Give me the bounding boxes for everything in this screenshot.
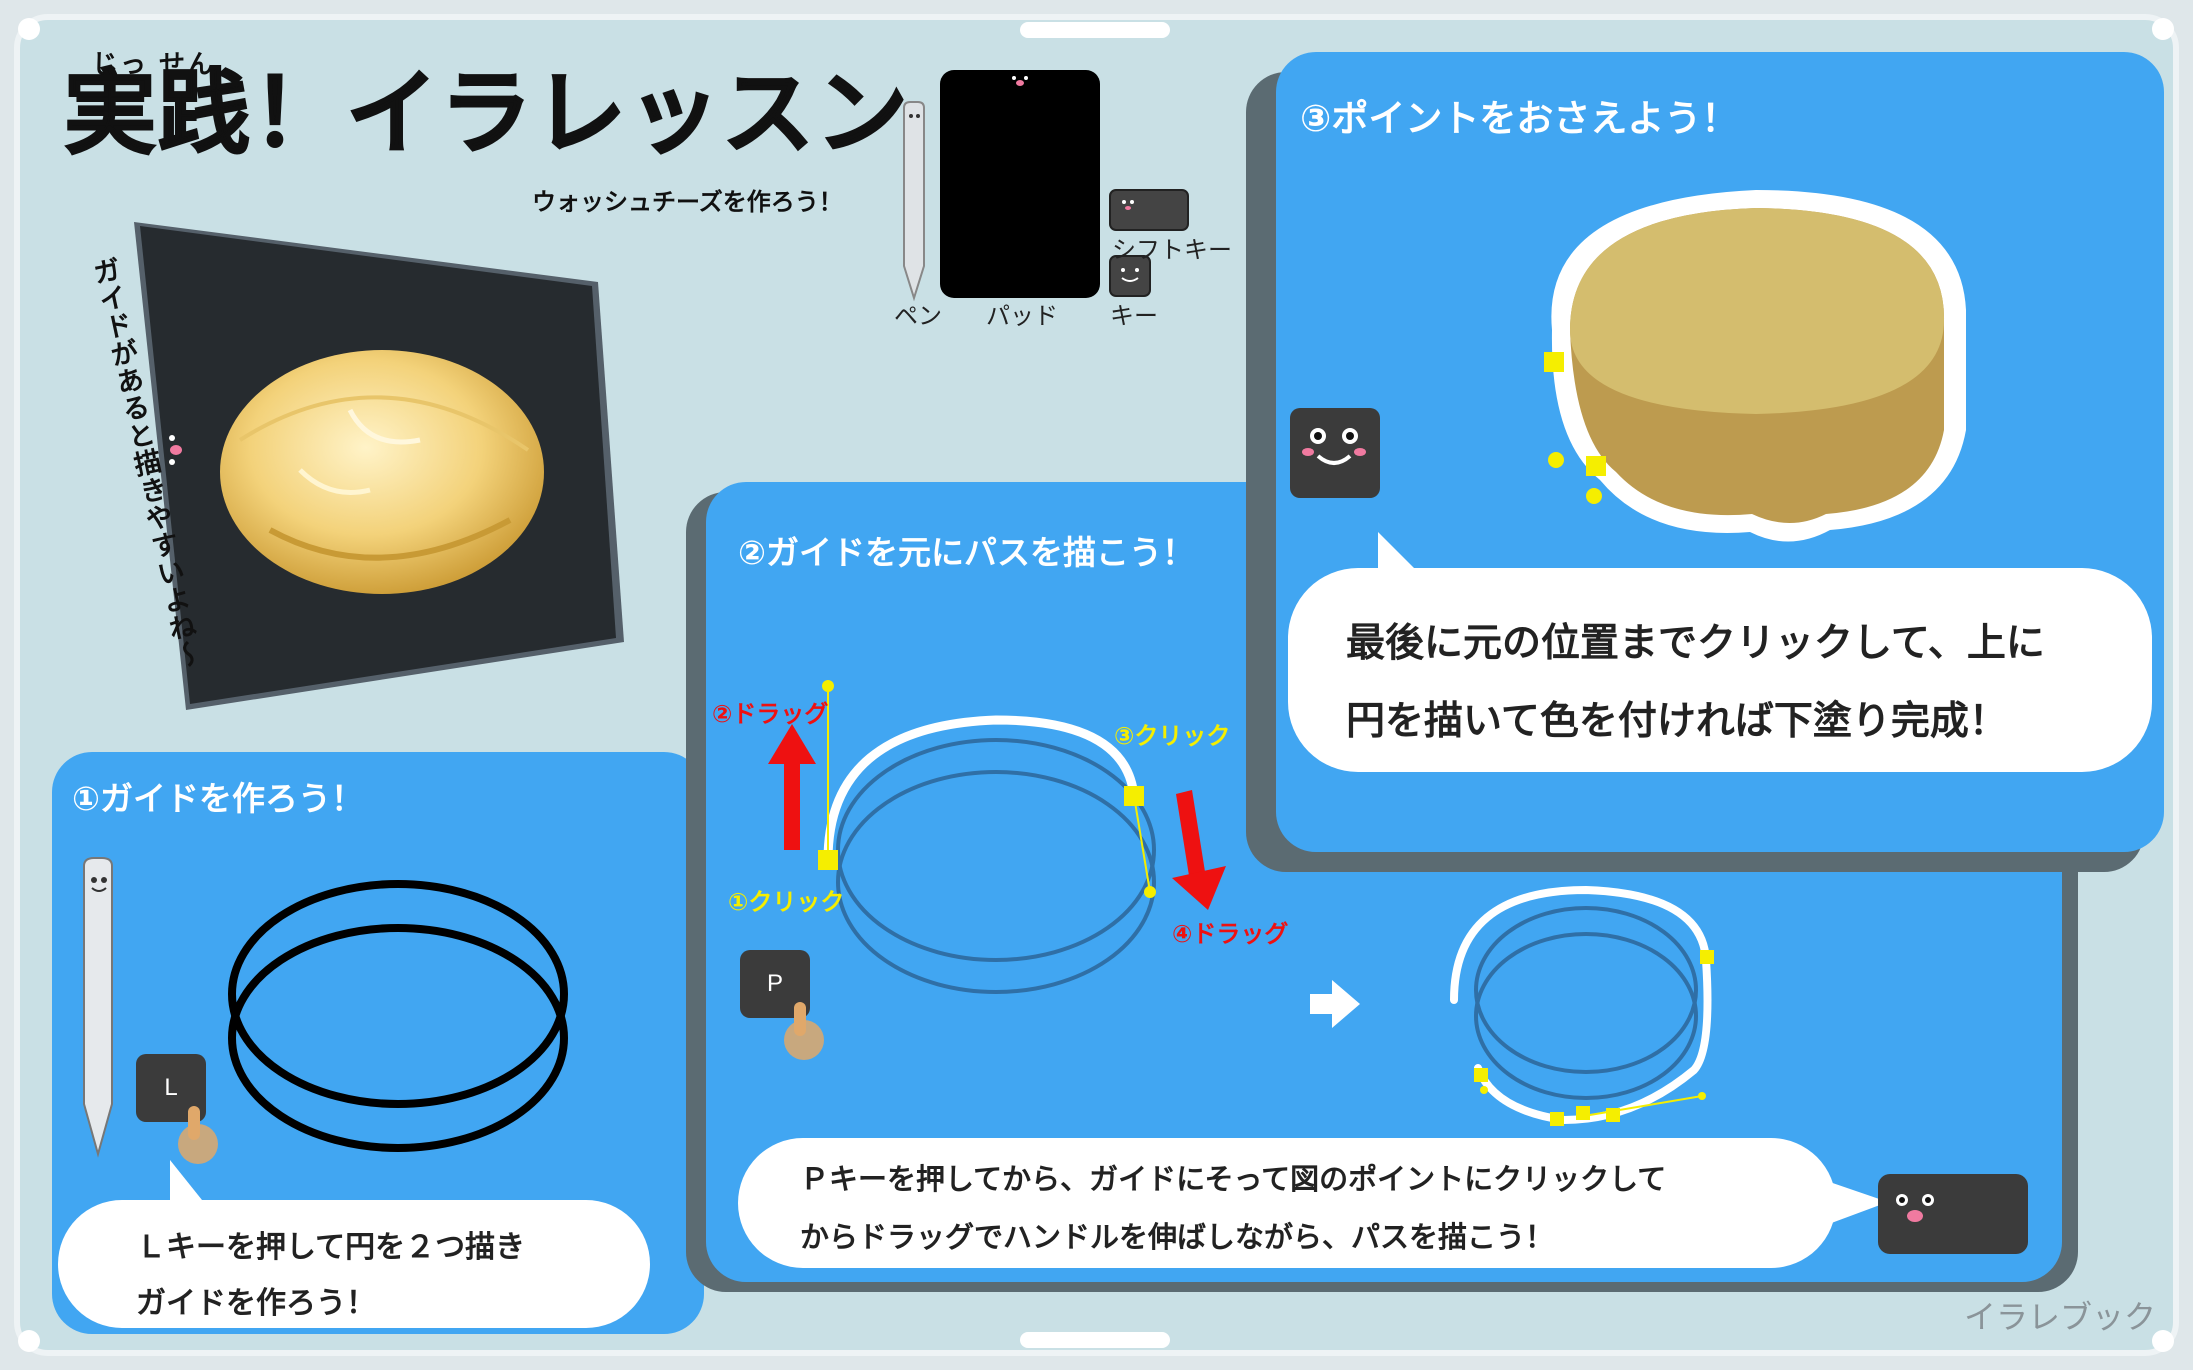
drag2-label: ②ドラッグ — [712, 700, 829, 728]
step1-title: ①ガイドを作ろう！ — [72, 779, 364, 818]
step2-result-path — [1450, 885, 1714, 1126]
drawn-path — [823, 715, 1139, 865]
step1-bubble — [58, 1200, 650, 1328]
tools-legend — [903, 70, 1189, 302]
drag4-label: ④ドラッグ — [1172, 920, 1289, 948]
guide-ellipse-bottom — [228, 924, 568, 1152]
anchor-point — [1124, 786, 1144, 806]
key-character-icon — [1109, 255, 1151, 297]
tablet-face-icon — [169, 435, 182, 465]
cheese-top — [1570, 208, 1945, 414]
drag-arrow-up-icon — [768, 724, 816, 850]
step2-bubble-line1: Ｐキーを押してから、ガイドにそって図のポイントにクリックして — [800, 1162, 1667, 1196]
step1-bubble-line1: Ｌキーを押して円を２つ描き — [136, 1230, 526, 1265]
step3-bubble-line1: 最後に元の位置までクリックして、上に — [1346, 621, 2045, 666]
tablet-cheese-illustration — [134, 222, 624, 710]
bubble-tail — [1378, 532, 1424, 578]
pen-label: ペン — [894, 302, 942, 330]
step1-guide-illustration — [83, 857, 568, 1158]
finger-press-icon — [178, 1106, 218, 1164]
pen-character-icon — [903, 101, 925, 302]
bubble-tail — [170, 1160, 210, 1210]
finger-press-icon — [784, 1002, 824, 1060]
key-label: キー — [1110, 302, 1158, 330]
frame-corner — [18, 1330, 40, 1352]
step1-bubble-line2: ガイドを作ろう！ — [136, 1286, 376, 1321]
guide-ellipse-top — [228, 880, 568, 1108]
frame-corner — [18, 18, 40, 40]
drag-arrow-down-icon — [1176, 790, 1206, 882]
pad-label: パッド — [986, 302, 1058, 330]
anchor-point — [818, 850, 838, 870]
click1-label: ①クリック — [728, 888, 845, 916]
bubble-tail — [1818, 1178, 1888, 1228]
tablet-character-icon — [940, 70, 1100, 298]
title-furigana: じっ せん — [92, 50, 216, 80]
key-character-icon — [1290, 408, 1380, 498]
shift-key-icon — [1109, 189, 1189, 231]
step2-path-drawing — [768, 680, 1226, 994]
frame-tab-bottom — [1020, 1332, 1170, 1348]
step2-title: ②ガイドを元にパスを描こう！ — [738, 533, 1195, 572]
frame-corner — [2152, 1330, 2174, 1352]
step2-bubble — [738, 1138, 1836, 1268]
step2-bubble-line2: からドラッグでハンドルを伸ばしながら、パスを描こう！ — [800, 1220, 1555, 1254]
footer-brand: イラレブック — [1964, 1298, 2157, 1336]
frame-tab-top — [1020, 22, 1170, 38]
key-character-icon — [1878, 1174, 2028, 1254]
frame-corner — [2152, 18, 2174, 40]
step3-cheese-illustration — [1544, 190, 1966, 542]
pen-character-icon — [83, 857, 113, 1158]
step3-title: ③ポイントをおさえよう！ — [1300, 97, 1739, 140]
page-title: 実践！イラレッスン — [63, 60, 911, 167]
click3-label: ③クリック — [1114, 722, 1231, 750]
arrow-right-icon — [1310, 980, 1360, 1028]
step3-bubble — [1288, 568, 2152, 772]
cheese-photo — [220, 350, 544, 594]
step3-bubble-line2: 円を描いて色を付ければ下塗り完成！ — [1346, 699, 2008, 744]
page-subtitle: ウォッシュチーズを作ろう！ — [532, 188, 843, 216]
shift-key-label: シフトキー — [1112, 236, 1232, 264]
